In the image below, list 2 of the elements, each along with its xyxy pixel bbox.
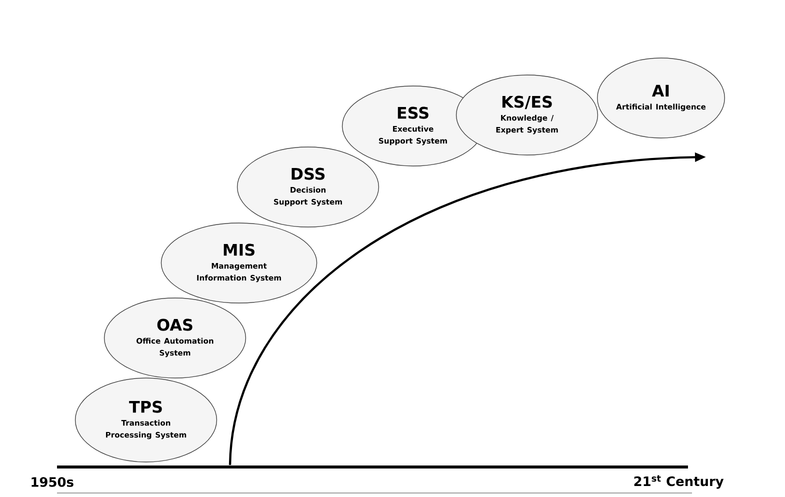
timeline-label: 1950s [32, 477, 74, 487]
timeline-label: 21$^{st}$ Century [634, 475, 724, 489]
